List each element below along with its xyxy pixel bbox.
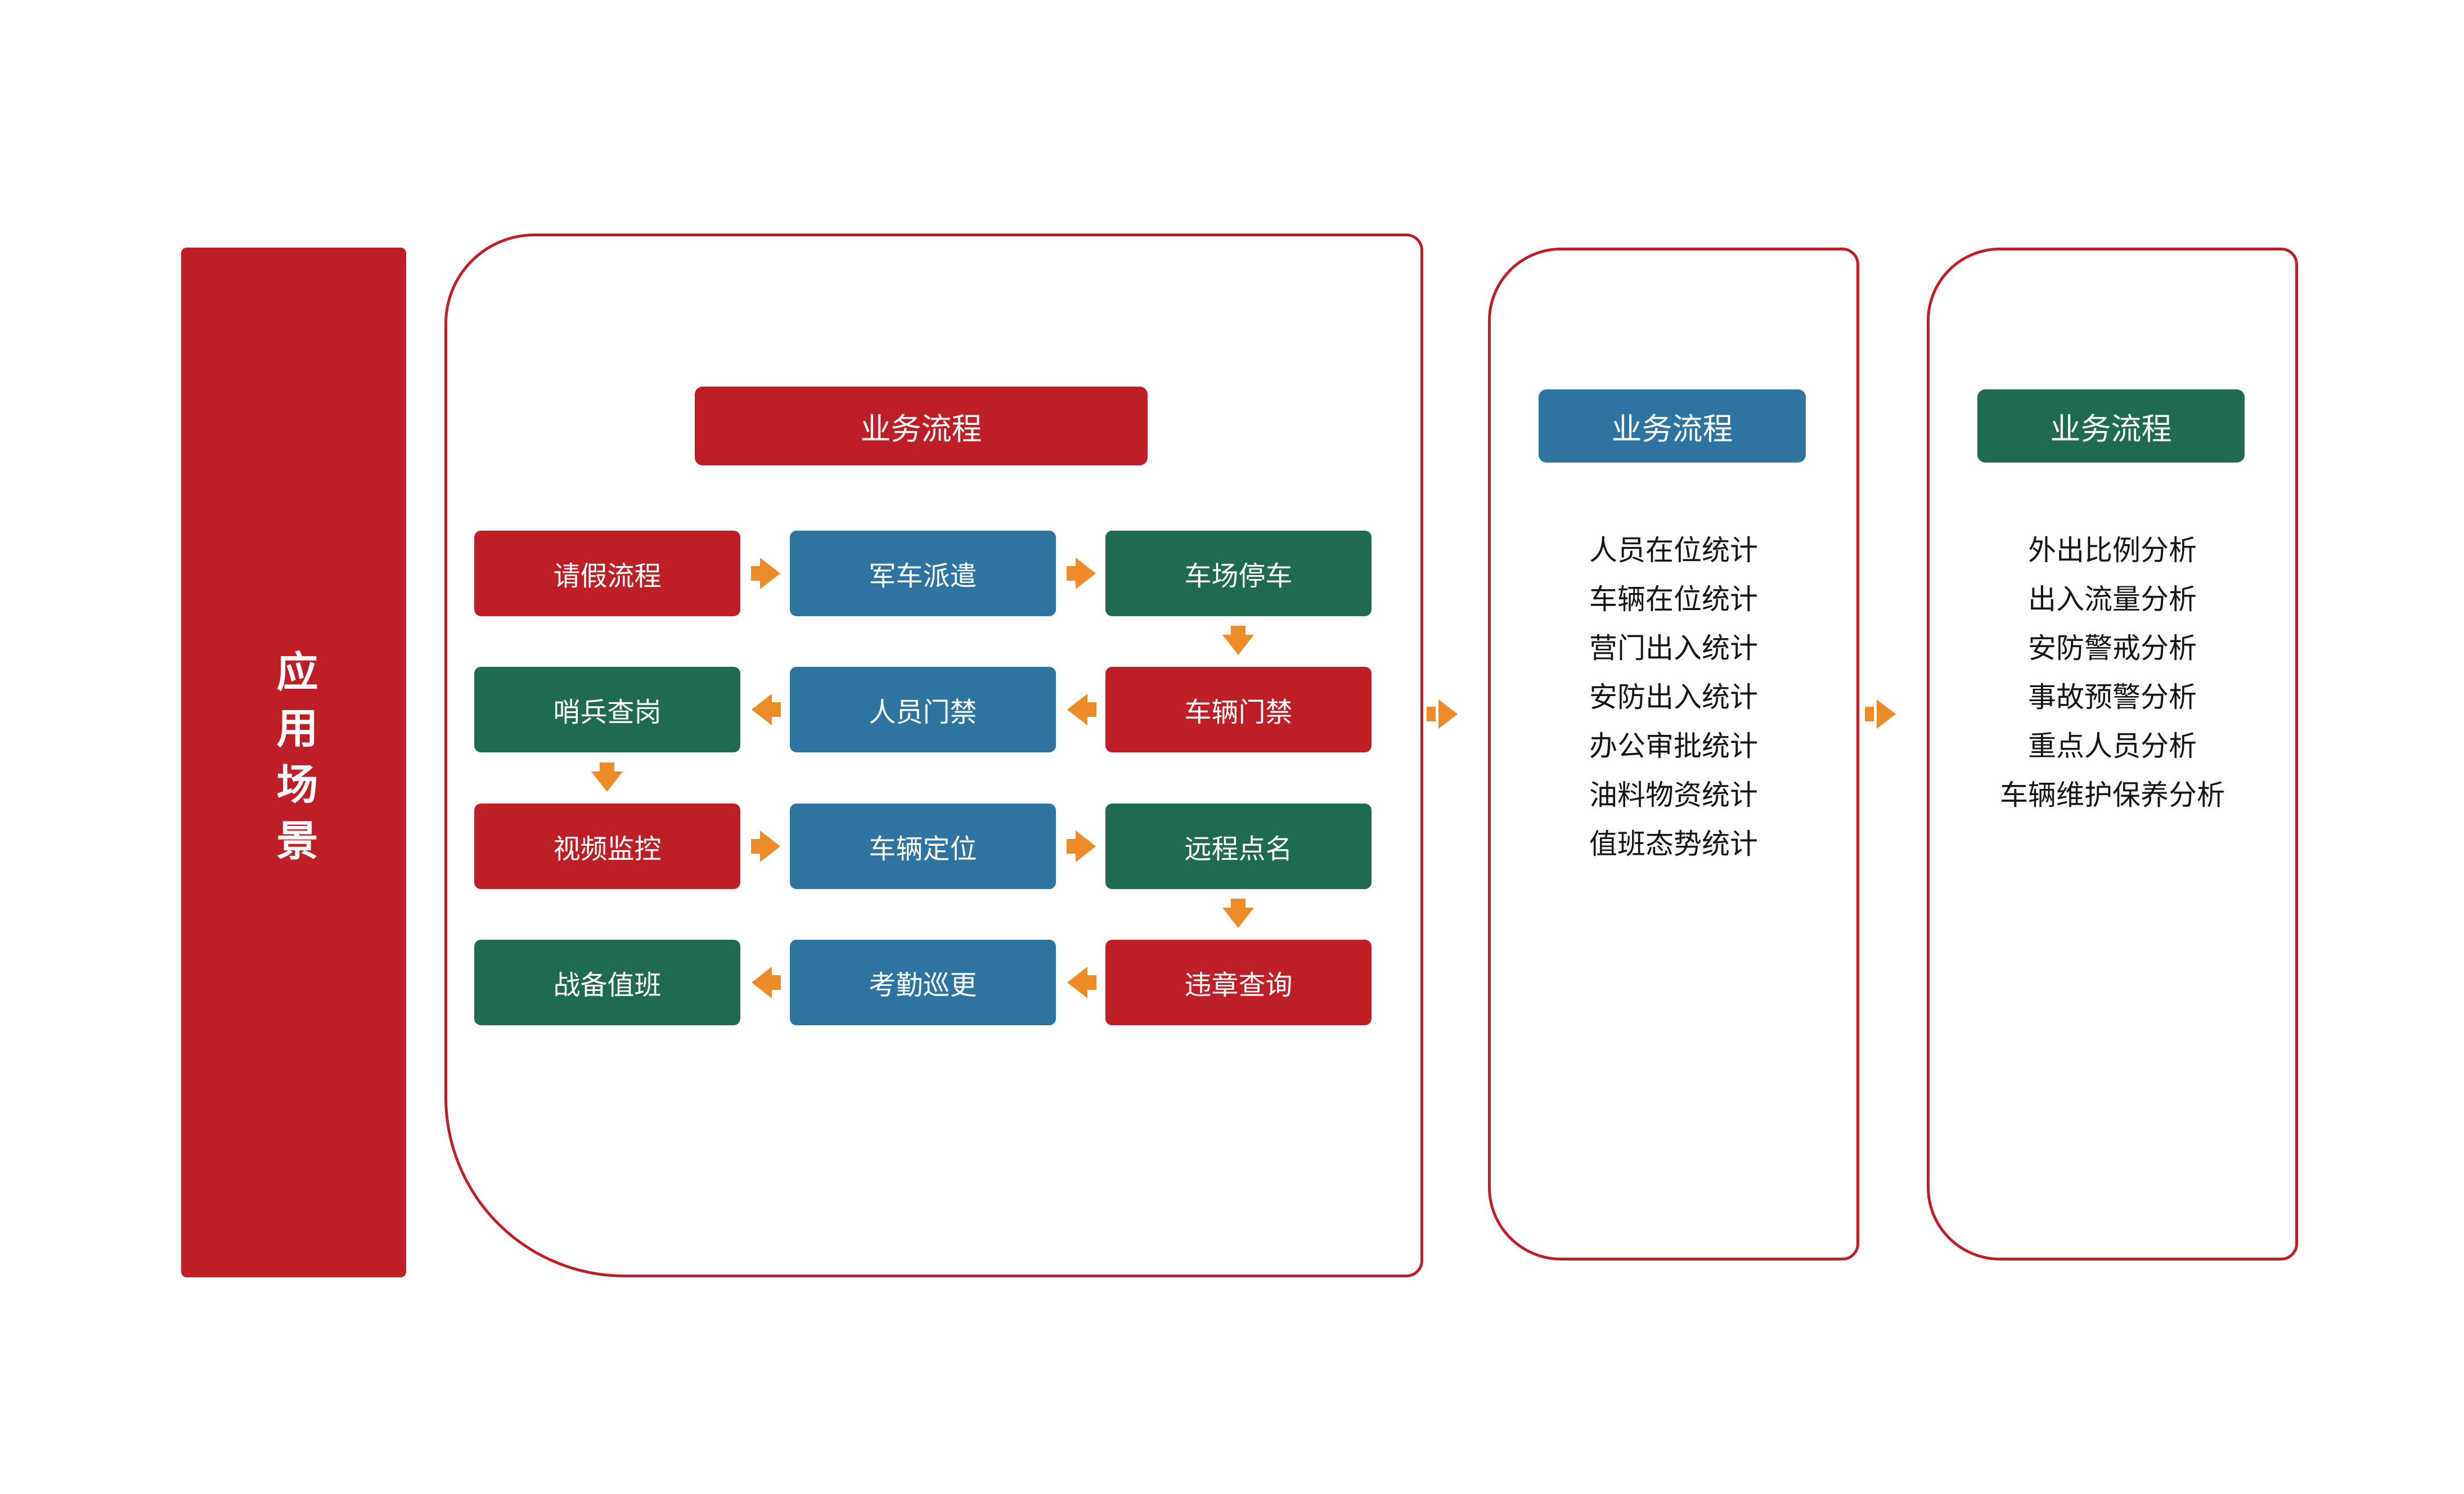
list-item[interactable]: 值班态势统计 [1589,828,1758,860]
flow-node-vehicle-access[interactable]: 车辆门禁 [1105,667,1372,752]
arrow-sentry-to-video [591,771,623,792]
panel-business-flow-header: 业务流程 [695,387,1148,465]
list-item[interactable]: 车辆维护保养分析 [2000,779,2225,811]
arrow-tail-positioning-to-roll-call [1067,839,1076,854]
arrow-positioning-to-roll-call [1076,831,1096,862]
arrow-tail-leave-to-dispatch [751,566,760,581]
arrow-roll-call-to-violation [1222,908,1254,928]
arrow-tail-parking-to-vehicle-access [1231,626,1246,635]
flow-node-attendance-patrol[interactable]: 考勤巡更 [790,940,1056,1025]
list-item[interactable]: 安防出入统计 [1589,681,1758,713]
flow-node-military-vehicle-dispatch[interactable]: 军车派遣 [790,531,1056,616]
connector-tail-stats-to-analysis [1865,707,1874,721]
arrow-tail-personnel-access-to-sentry-check [772,702,781,717]
list-item[interactable]: 人员在位统计 [1589,535,1758,566]
connector-tail-flow-to-stats [1427,707,1436,721]
arrow-tail-vehicle-access-to-personnel-access [1087,702,1096,717]
list-item[interactable]: 安防警戒分析 [2028,632,2197,664]
arrow-parking-to-vehicle-access [1222,635,1254,655]
arrow-video-to-positioning [760,831,780,862]
flow-node-leave-process[interactable]: 请假流程 [474,531,740,616]
arrow-personnel-access-to-sentry-check [752,694,772,725]
arrow-leave-to-dispatch [760,558,780,589]
list-item[interactable]: 外出比例分析 [2028,535,2197,566]
arrow-tail-sentry-to-video [600,762,614,771]
arrow-vehicle-access-to-personnel-access [1067,694,1087,725]
list-item[interactable]: 营门出入统计 [1589,632,1758,664]
panel-analysis-header: 业务流程 [1977,389,2245,463]
analysis-list: 外出比例分析 出入流量分析 安防警戒分析 事故预警分析 重点人员分析 车辆维护保… [1927,526,2298,820]
list-item[interactable]: 车辆在位统计 [1589,584,1758,615]
connector-arrow-stats-to-analysis [1877,699,1896,729]
arrow-dispatch-to-parking [1076,558,1096,589]
arrow-tail-roll-call-to-violation [1231,899,1246,908]
connector-arrow-flow-to-stats [1438,699,1458,729]
arrow-violation-to-attendance [1067,967,1087,998]
arrow-tail-violation-to-attendance [1087,975,1096,990]
list-item[interactable]: 重点人员分析 [2028,730,2197,762]
flow-node-sentry-check[interactable]: 哨兵查岗 [474,667,740,752]
list-item[interactable]: 办公审批统计 [1589,730,1758,762]
flow-node-violation-query[interactable]: 违章查询 [1105,940,1372,1025]
panel-statistics-header: 业务流程 [1539,389,1806,463]
arrow-tail-dispatch-to-parking [1067,566,1076,581]
flow-node-combat-readiness-duty[interactable]: 战备值班 [474,940,740,1025]
statistics-list: 人员在位统计 车辆在位统计 营门出入统计 安防出入统计 办公审批统计 油料物资统… [1488,526,1859,869]
list-item[interactable]: 油料物资统计 [1589,779,1758,811]
application-scenario-label: 应用场景 [271,650,317,875]
list-item[interactable]: 出入流量分析 [2028,584,2197,615]
arrow-attendance-to-readiness [752,967,772,998]
application-scenario-banner: 应用场景 [181,248,406,1277]
arrow-tail-attendance-to-readiness [772,975,781,990]
arrow-tail-video-to-positioning [751,839,760,854]
flow-node-parking-lot[interactable]: 车场停车 [1105,531,1372,616]
flow-node-video-surveillance[interactable]: 视频监控 [474,804,740,889]
flow-node-personnel-access[interactable]: 人员门禁 [790,667,1056,752]
list-item[interactable]: 事故预警分析 [2028,681,2197,713]
flow-node-remote-roll-call[interactable]: 远程点名 [1105,804,1372,889]
flow-node-vehicle-positioning[interactable]: 车辆定位 [790,804,1056,889]
